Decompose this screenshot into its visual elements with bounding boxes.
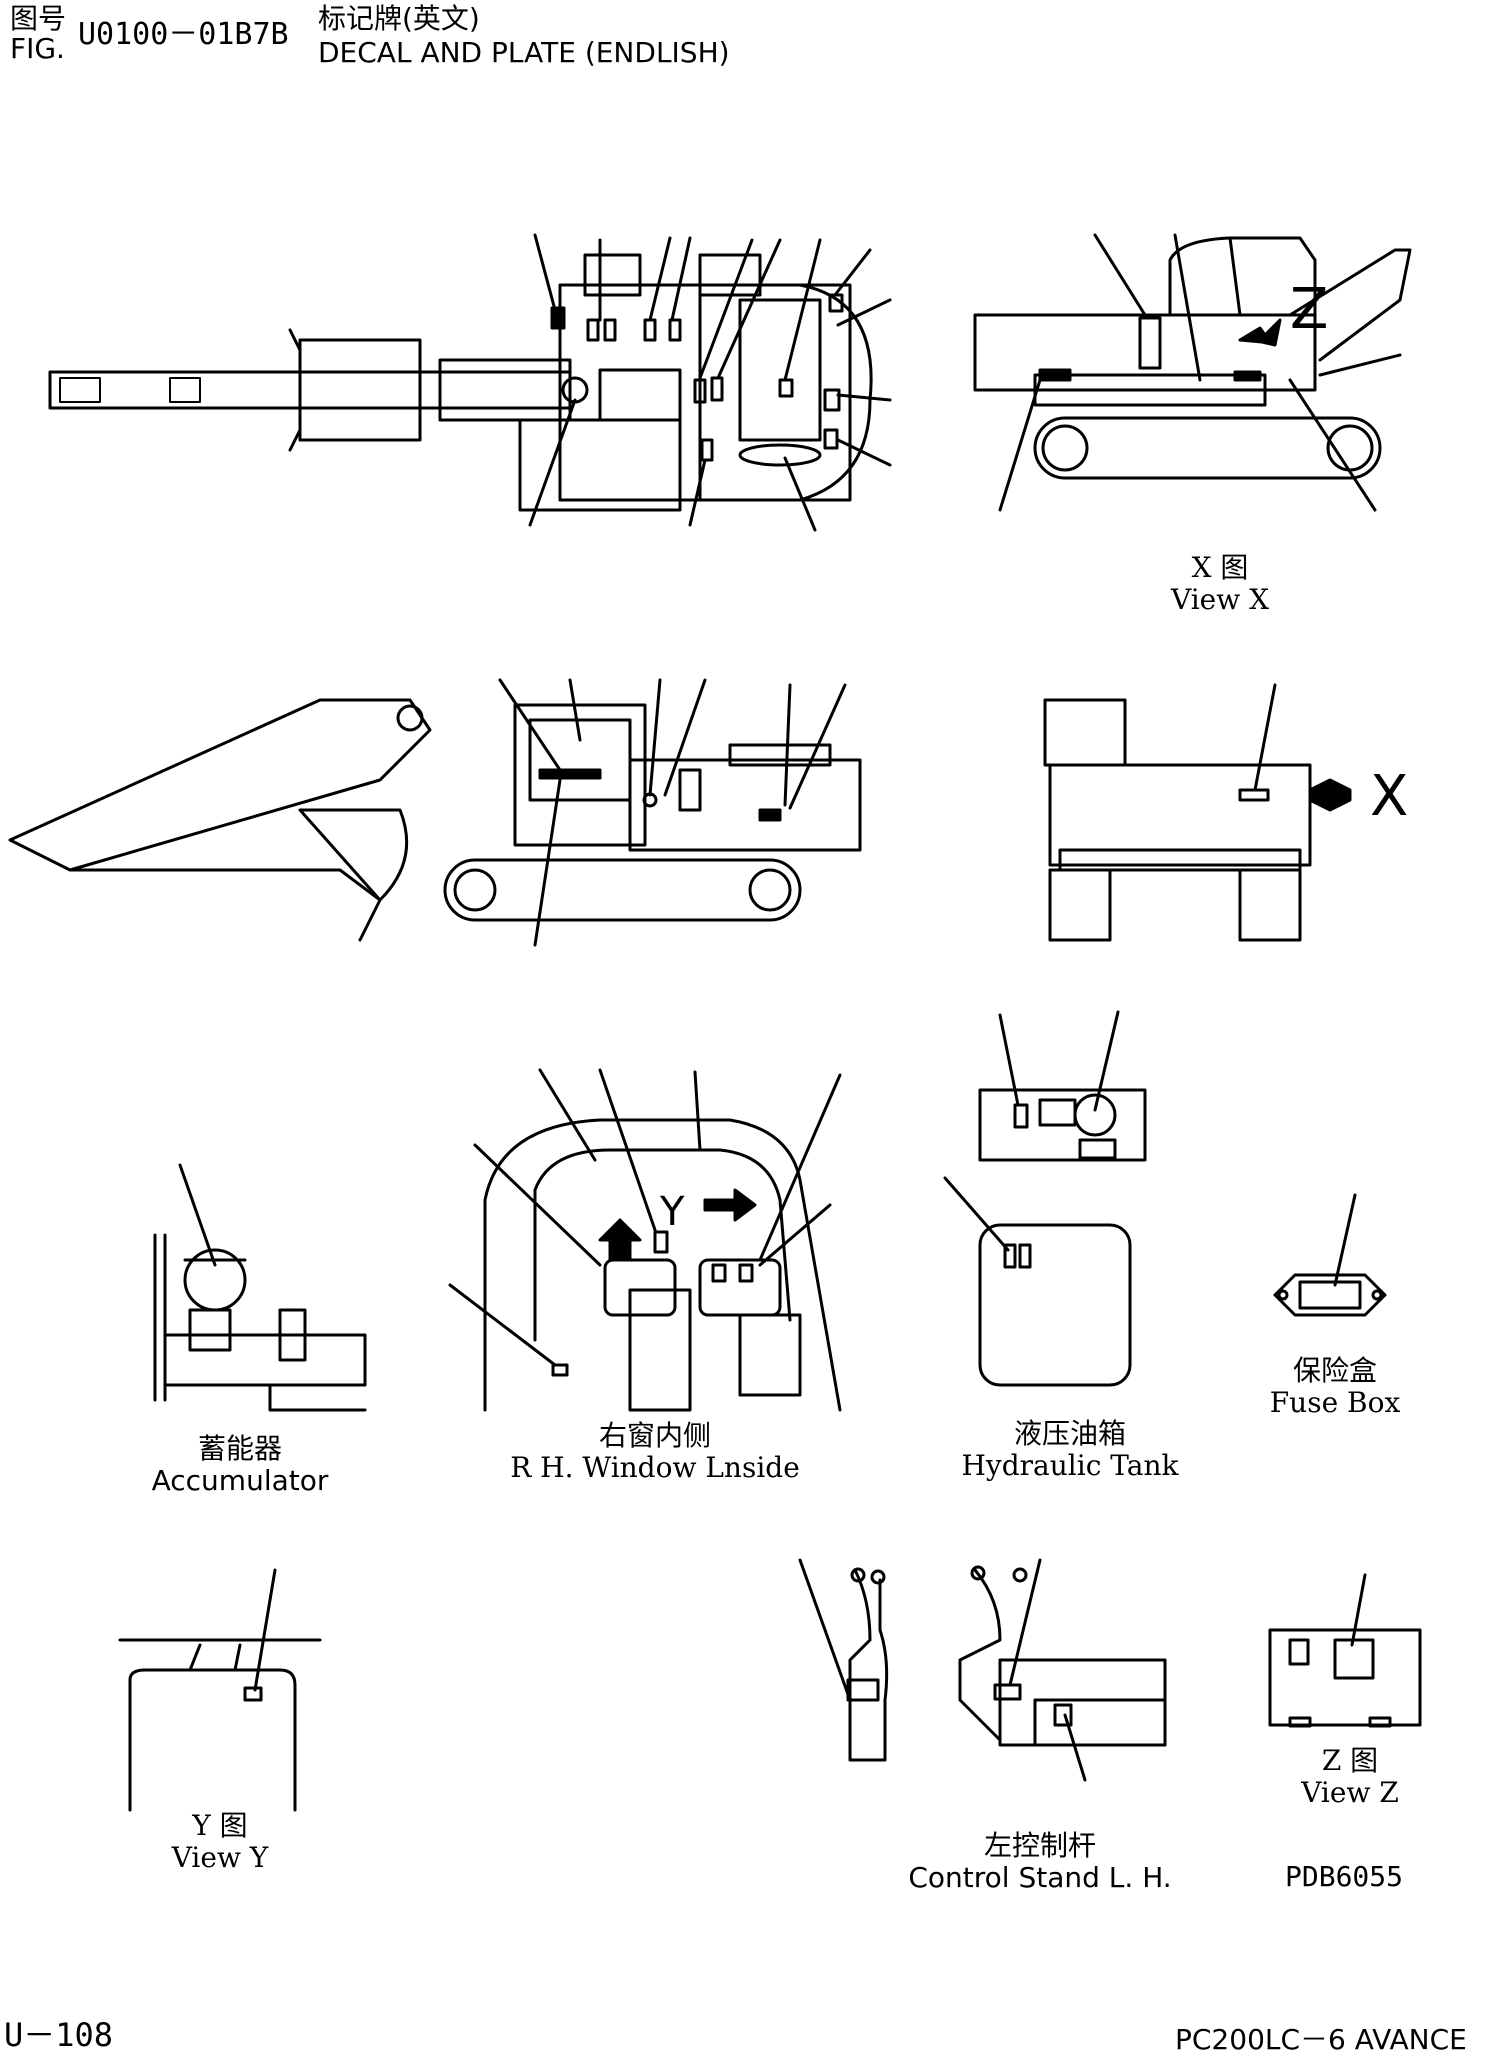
title-en: DECAL AND PLATE (ENDLISH) [318, 36, 730, 69]
view-z-drawing [1268, 1573, 1422, 1728]
title-cn: 标记牌(英文) [318, 2, 480, 35]
accumulator-label: 蓄能器 Accumulator [140, 1433, 340, 1497]
hydraulic-tank-label-en: Hydraulic Tank [961, 1449, 1179, 1482]
fuse-box-drawing [1273, 1193, 1387, 1317]
accumulator-drawing [153, 1163, 367, 1412]
rh-window-label: 右窗内侧 R H. Window Lnside [495, 1420, 815, 1484]
rh-window-label-en: R H. Window Lnside [510, 1451, 800, 1484]
control-stand-label-en: Control Stand L. H. [908, 1861, 1172, 1894]
view-x-drawing: Z [973, 233, 1412, 512]
accumulator-label-en: Accumulator [151, 1464, 329, 1497]
drawing-code: PDB6055 [1285, 1860, 1404, 1893]
view-y-label: Y 图 View Y [160, 1810, 280, 1874]
fig-label-en: FIG. [10, 32, 65, 65]
control-stand-label-cn: 左控制杆 [983, 1829, 1096, 1862]
hydraulic-tank-label-cn: 液压油箱 [1013, 1417, 1126, 1450]
control-stand-drawing [798, 1558, 1167, 1782]
view-x-label: X 图 View X [1160, 552, 1280, 616]
view-y-drawing [118, 1568, 322, 1812]
control-stand-label: 左控制杆 Control Stand L. H. [890, 1830, 1190, 1894]
view-x-label-cn: X 图 [1191, 551, 1249, 584]
hydraulic-tank-drawing [943, 1010, 1147, 1387]
view-y-label-cn: Y 图 [192, 1809, 248, 1842]
view-x-label-en: View X [1170, 583, 1270, 616]
view-z-label-en: View Z [1301, 1776, 1399, 1809]
rh-window-label-cn: 右窗内侧 [598, 1419, 711, 1452]
fig-label-cn: 图号 [10, 2, 67, 35]
rh-window-drawing: Y [448, 1068, 842, 1412]
fuse-box-label-en: Fuse Box [1269, 1386, 1401, 1419]
fuse-box-label-cn: 保险盒 [1292, 1354, 1377, 1387]
view-z-label: Z 图 View Z [1290, 1745, 1410, 1809]
rear-view-drawing: X [1043, 683, 1408, 942]
fuse-box-label: 保险盒 Fuse Box [1260, 1355, 1410, 1419]
svg-text:Y: Y [659, 1189, 685, 1235]
view-y-label-en: View Y [171, 1841, 269, 1874]
accumulator-label-cn: 蓄能器 [197, 1432, 282, 1465]
svg-text:Z: Z [1290, 277, 1328, 342]
fig-number: U0100－01B7B [78, 17, 289, 52]
side-view-drawing [8, 678, 862, 947]
svg-text:X: X [1370, 764, 1408, 829]
top-view-drawing [48, 233, 892, 532]
page-number: U－108 [4, 2016, 114, 2054]
model-name: PC200LC－6 AVANCE [1175, 2023, 1467, 2056]
hydraulic-tank-label: 液压油箱 Hydraulic Tank [950, 1418, 1190, 1482]
view-z-label-cn: Z 图 [1321, 1744, 1379, 1777]
